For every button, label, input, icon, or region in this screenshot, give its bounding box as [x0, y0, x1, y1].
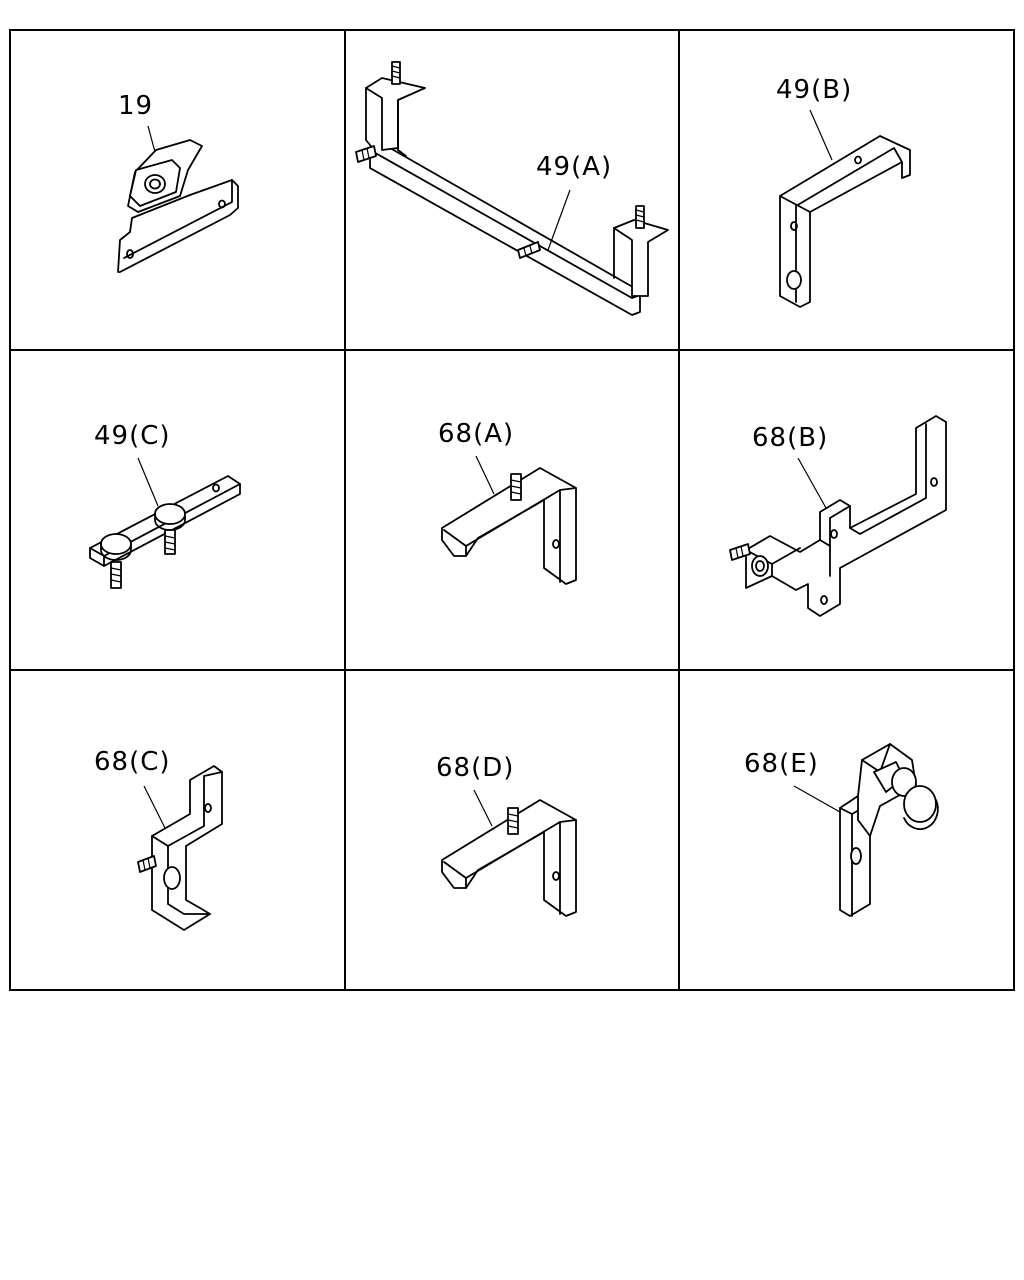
- bracket-68d-drawing: [441, 799, 577, 917]
- bracket-49c-drawing: [89, 475, 241, 589]
- bracket-68e-drawing: [839, 743, 939, 917]
- cell-19: 19: [117, 91, 239, 273]
- part-label-68e: 68(E): [744, 749, 819, 779]
- bracket-49a-drawing: [355, 61, 669, 316]
- part-label-19: 19: [118, 91, 153, 121]
- bracket-49b-drawing: [779, 135, 911, 308]
- part-label-68a: 68(A): [438, 419, 514, 449]
- cell-68c: 68(C): [94, 747, 223, 931]
- bracket-68c-drawing: [137, 765, 223, 931]
- bracket-19-drawing: [117, 139, 239, 273]
- cell-68e: 68(E): [744, 743, 939, 917]
- cell-68b: 68(B): [729, 415, 947, 617]
- part-label-68c: 68(C): [94, 747, 171, 777]
- cell-49c: 49(C): [89, 421, 241, 589]
- cell-68a: 68(A): [438, 419, 577, 585]
- part-label-68d: 68(D): [436, 753, 514, 783]
- part-label-49c: 49(C): [94, 421, 171, 451]
- part-label-68b: 68(B): [752, 423, 828, 453]
- cell-68d: 68(D): [436, 753, 577, 917]
- part-label-49a: 49(A): [536, 152, 612, 182]
- cell-49b: 49(B): [776, 75, 911, 308]
- grid-frame: [9, 29, 1015, 991]
- bracket-68a-drawing: [441, 467, 577, 585]
- cell-49a: 49(A): [355, 61, 669, 316]
- part-label-49b: 49(B): [776, 75, 852, 105]
- bracket-68b-drawing: [729, 415, 947, 617]
